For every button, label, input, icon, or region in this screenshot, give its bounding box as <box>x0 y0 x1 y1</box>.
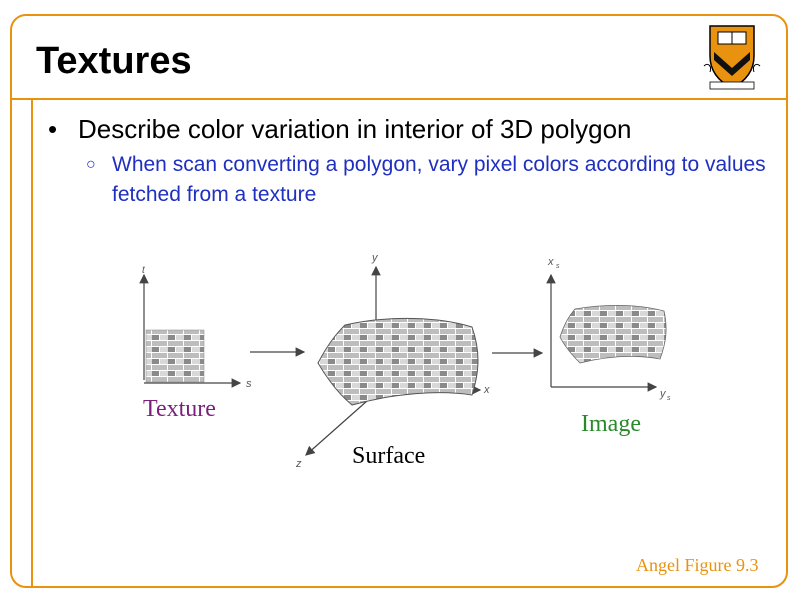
curved-surface <box>317 317 479 406</box>
sub-bullet-icon: ○ <box>86 156 96 173</box>
texture-swatch <box>145 329 205 383</box>
slide-title: Textures <box>36 40 192 82</box>
surface-label: Surface <box>352 443 426 469</box>
texture-mapping-figure: t s y x z x s y s <box>120 245 680 490</box>
princeton-shield-icon <box>703 25 761 90</box>
axis-z-label: z <box>295 458 302 470</box>
figure-credit: Angel Figure 9.3 <box>636 555 759 575</box>
axis-y-label: y <box>371 252 379 264</box>
slide-frame <box>10 14 788 588</box>
texture-label: Texture <box>143 396 216 422</box>
sub-bullet-text: When scan converting a polygon, vary pix… <box>112 153 766 206</box>
bullet-dot-icon: • <box>48 114 58 144</box>
axis-s-label: s <box>246 378 252 390</box>
axis-x-label: x <box>483 384 490 396</box>
image-label: Image <box>581 411 641 437</box>
figure-diagram: t s y x z x s y s <box>139 252 671 470</box>
axis-t-label: t <box>142 265 146 276</box>
title-divider <box>12 98 788 100</box>
axis-ys-sub-label: s <box>667 395 671 402</box>
axis-xs-sub-label: s <box>556 263 560 270</box>
axis-ys-label: y <box>659 388 667 400</box>
bullet-text: Describe color variation in interior of … <box>78 114 632 144</box>
surface-z-axis <box>305 392 377 456</box>
image-surface <box>559 304 667 364</box>
axis-xs-label: x <box>547 256 554 268</box>
left-rule <box>31 98 33 588</box>
